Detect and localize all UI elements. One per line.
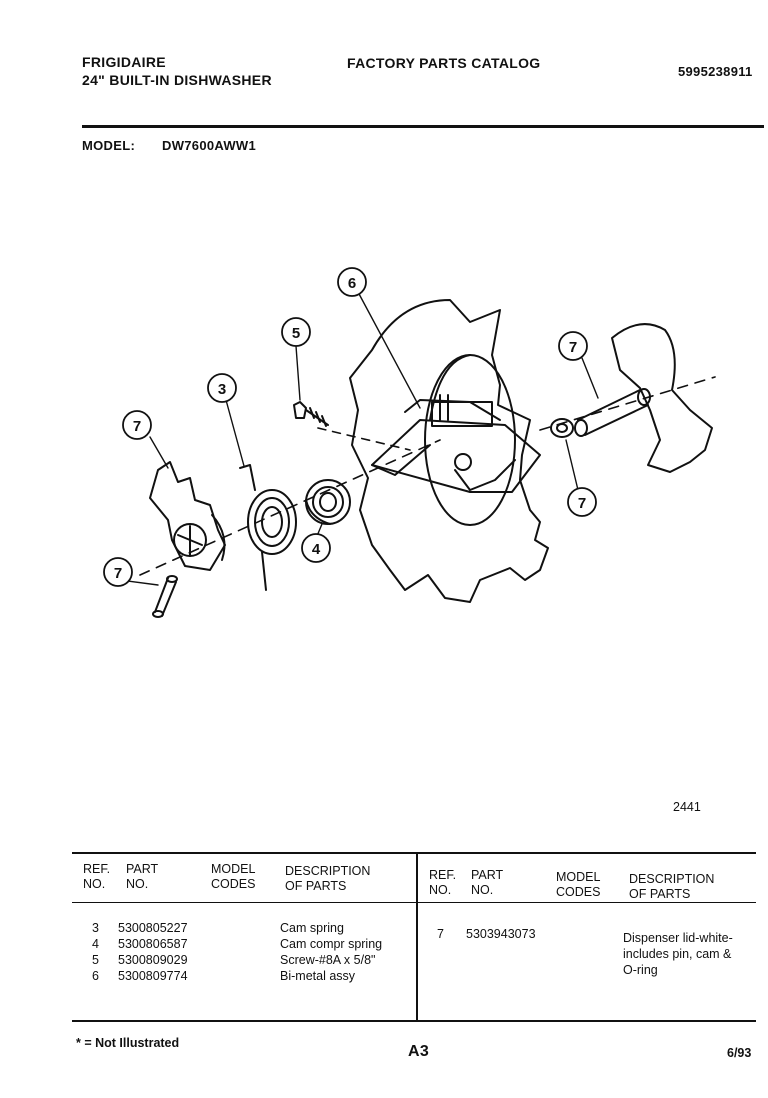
callout-circle xyxy=(558,331,588,361)
figure-number: 2441 xyxy=(673,800,701,814)
table-top-rule xyxy=(72,852,756,854)
callout-circle xyxy=(301,533,331,563)
callout-number: 6 xyxy=(348,275,356,292)
model-label: MODEL: xyxy=(82,138,136,153)
cam-spring xyxy=(239,464,297,591)
part-number: 5300809029 xyxy=(118,953,188,967)
callout-circle xyxy=(281,317,311,347)
o-ring-part xyxy=(550,418,574,438)
callout-circle xyxy=(567,487,597,517)
part-number: 5303943073 xyxy=(466,927,536,941)
callout-circle xyxy=(122,410,152,440)
table-header-rule xyxy=(72,902,756,903)
callout-number: 7 xyxy=(114,565,122,582)
table-bottom-rule xyxy=(72,1020,756,1022)
model-number: DW7600AWW1 xyxy=(162,138,257,153)
upper-pin-part xyxy=(574,388,651,437)
callout-number: 7 xyxy=(578,495,586,512)
callout-circle xyxy=(103,557,133,587)
table-column-divider xyxy=(416,852,418,1020)
bi-metal-assembly xyxy=(371,394,541,493)
callout-circle xyxy=(337,267,367,297)
product-title: 24" BUILT-IN DISHWASHER xyxy=(82,72,272,88)
callout-number: 7 xyxy=(133,418,141,435)
cam-compression-spring xyxy=(305,479,351,525)
part-number: 5300806587 xyxy=(118,937,188,951)
callout-number: 7 xyxy=(569,339,577,356)
part-description: Cam spring xyxy=(280,921,344,935)
brand-name: FRIGIDAIRE xyxy=(82,54,166,70)
table-row: 3 xyxy=(92,921,99,935)
table-row: 5 xyxy=(92,953,99,967)
part-number: 5300805227 xyxy=(118,921,188,935)
callout-number: 4 xyxy=(312,541,321,558)
part-description: Screw-#8A x 5/8" xyxy=(280,953,376,967)
callout-number: 5 xyxy=(292,325,300,342)
assembly-axis-line xyxy=(317,427,411,451)
catalog-number: 5995238911 xyxy=(678,64,753,79)
footer-note: * = Not Illustrated xyxy=(76,1036,180,1050)
table-row: 6 xyxy=(92,969,99,983)
lid-cover-piece xyxy=(611,323,713,473)
dispenser-lid-body xyxy=(349,299,549,603)
part-description: Dispenser lid-white- includes pin, cam &… xyxy=(623,931,733,977)
revision-date: 6/93 xyxy=(727,1046,752,1060)
callout-number: 3 xyxy=(218,381,226,398)
screw-part xyxy=(293,401,329,427)
part-number: 5300809774 xyxy=(118,969,188,983)
callout-circle xyxy=(207,373,237,403)
header-divider xyxy=(82,125,764,128)
part-description: Bi-metal assy xyxy=(280,969,356,983)
table-row: 7 xyxy=(437,927,444,941)
page-number: A3 xyxy=(408,1043,430,1060)
assembly-axis-line xyxy=(539,376,716,431)
pin-part xyxy=(152,575,178,618)
part-description: Cam compr spring xyxy=(280,937,383,951)
catalog-title: FACTORY PARTS CATALOG xyxy=(347,55,541,71)
header-ref: REF.NO. xyxy=(429,868,457,897)
table-row: 4 xyxy=(92,937,99,951)
cam-part xyxy=(149,461,226,571)
header-ref: REF.NO. xyxy=(83,862,111,891)
